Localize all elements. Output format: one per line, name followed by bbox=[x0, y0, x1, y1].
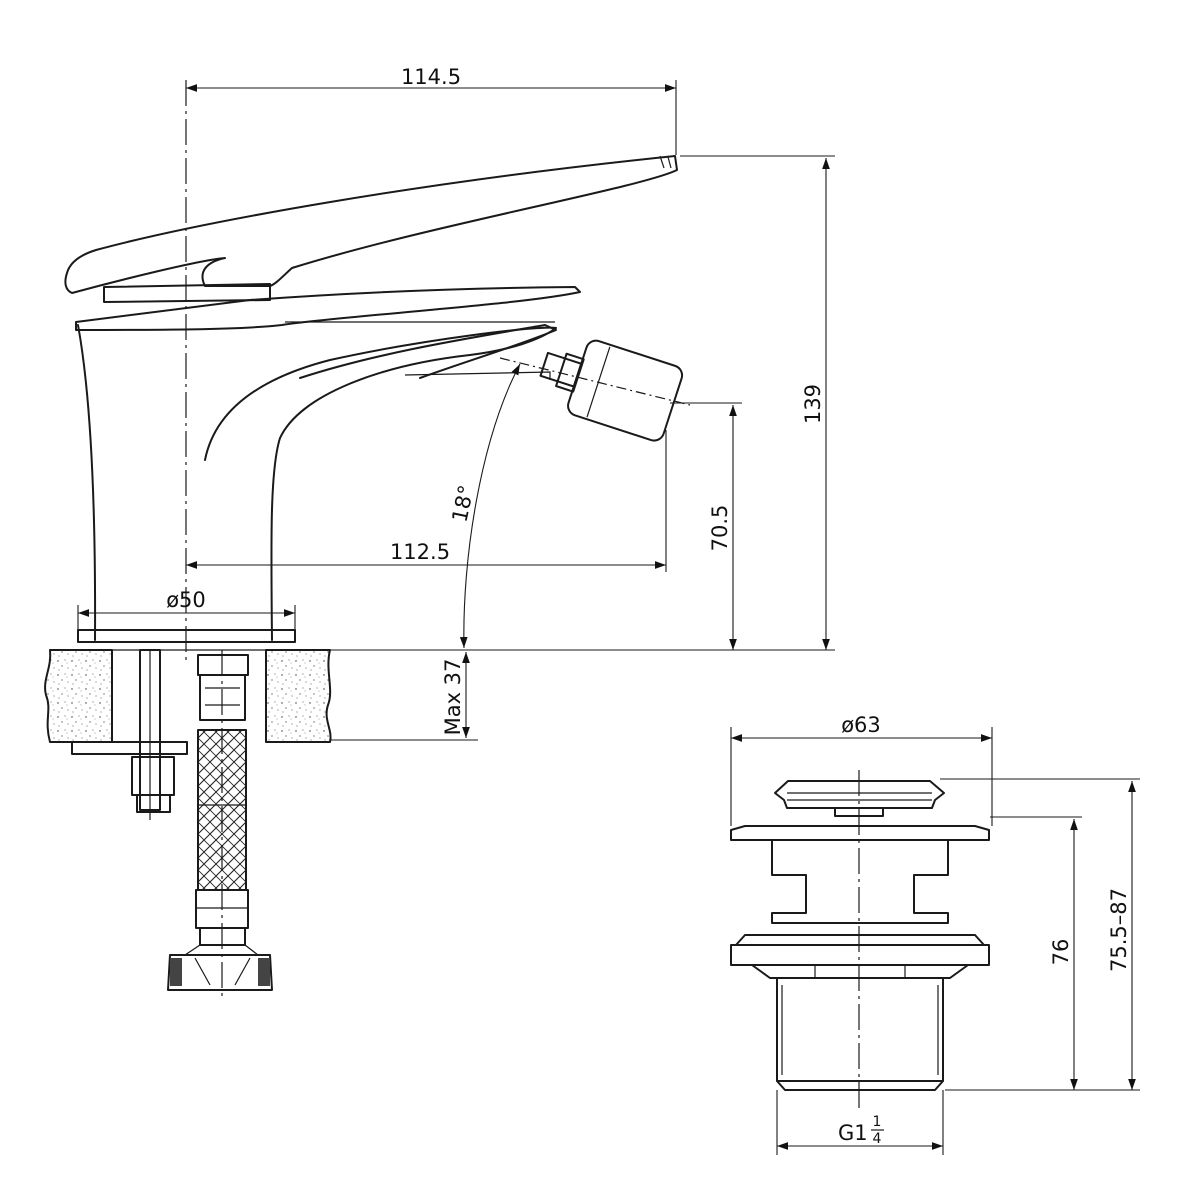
waste-dimensions: ø63 75.5–87 76 G1 1 4 bbox=[730, 713, 1140, 1155]
dim-deck-thickness: Max 37 bbox=[441, 659, 465, 736]
mixer-dimensions: 114.5 139 70.5 112.5 ø50 18° Max 37 bbox=[77, 65, 835, 741]
body-outline bbox=[75, 286, 581, 331]
waste-drawing bbox=[730, 770, 990, 1110]
dim-base-diameter: ø50 bbox=[166, 588, 206, 612]
dim-waste-diameter: ø63 bbox=[841, 713, 881, 737]
dim-thread-size: G1 bbox=[838, 1121, 868, 1145]
dim-spout-height: 70.5 bbox=[708, 505, 732, 552]
dim-thread-fraction-den: 4 bbox=[873, 1131, 882, 1147]
dim-spray-angle: 18° bbox=[448, 483, 479, 524]
body-front bbox=[77, 324, 557, 641]
spout bbox=[299, 324, 557, 379]
spray-head bbox=[539, 339, 684, 442]
popup-cap bbox=[774, 780, 945, 809]
mixer-drawing bbox=[44, 80, 691, 1000]
waste-body bbox=[771, 839, 949, 924]
dim-overall-height: 139 bbox=[801, 384, 825, 424]
dim-overall-width: 114.5 bbox=[401, 65, 461, 89]
hose-nut bbox=[167, 954, 273, 991]
countertop-left bbox=[44, 649, 113, 743]
countertop-right bbox=[265, 649, 332, 743]
lock-nut bbox=[730, 944, 990, 966]
dim-thread-fraction-num: 1 bbox=[873, 1114, 882, 1130]
waste-flange bbox=[730, 825, 990, 841]
dim-waste-height-fixed: 76 bbox=[1049, 939, 1073, 966]
dim-spout-reach: 112.5 bbox=[390, 540, 450, 564]
handle-cap bbox=[103, 283, 271, 303]
waste-thread bbox=[776, 977, 944, 1082]
handle-lever bbox=[64, 155, 678, 294]
dim-waste-height-range: 75.5–87 bbox=[1107, 888, 1131, 972]
